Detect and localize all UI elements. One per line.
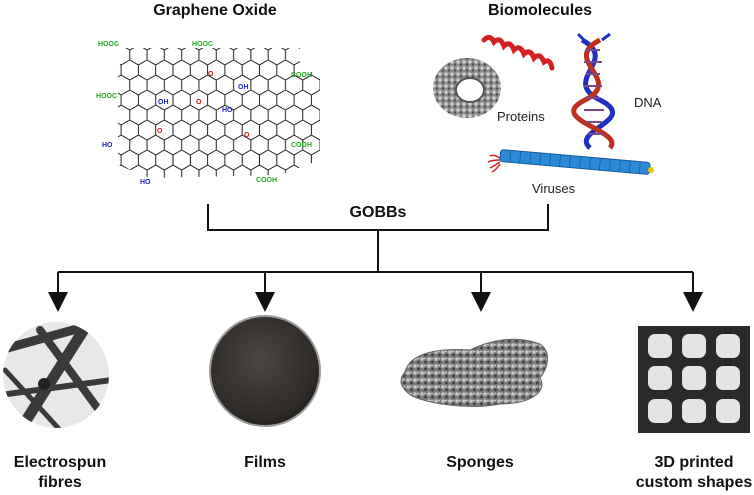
virus-image xyxy=(487,149,654,175)
ho-group-3: HO xyxy=(140,179,151,186)
biomolecules-title: Biomolecules xyxy=(487,2,593,19)
cooh-group-3: COOH xyxy=(256,177,277,184)
viruses-label: Viruses xyxy=(532,181,576,196)
output-label-line1: Electrospun xyxy=(13,454,107,471)
dna-helix-image xyxy=(571,32,615,150)
ho-group-1: HO xyxy=(222,107,233,114)
sponges-image xyxy=(400,338,548,407)
graphene-oxide-title: Graphene Oxide xyxy=(153,2,277,19)
hooc-group-1: HOOC xyxy=(98,41,119,48)
epoxy-o-1: O xyxy=(208,71,214,78)
output-label-films: Films xyxy=(205,453,325,473)
cooh-group-2: COOH xyxy=(291,142,312,149)
electrospun-fibres-image xyxy=(3,322,109,428)
gobbs-label: GOBBs xyxy=(349,204,407,221)
3d-printed-image xyxy=(638,326,750,433)
films-image xyxy=(209,315,321,427)
epoxy-o-4: O xyxy=(244,132,250,139)
cooh-group-1: COOH xyxy=(291,72,312,79)
hooc-group-3: HOOC xyxy=(96,93,117,100)
epoxy-o-2: O xyxy=(196,99,202,106)
graphene-oxide-structure: HOOC HOOC HOOC COOH COOH COOH OH OH HO H… xyxy=(96,41,320,186)
oh-group-1: OH xyxy=(158,99,169,106)
output-label-line2: custom shapes xyxy=(635,474,753,491)
output-label-line1: Sponges xyxy=(446,454,514,471)
protein-helix-image xyxy=(481,34,555,71)
dna-label: DNA xyxy=(634,95,662,110)
output-label-line1: Films xyxy=(244,454,286,471)
output-label-line1: 3D printed xyxy=(654,454,734,471)
output-label-electrospun: Electrospun fibres xyxy=(0,453,120,493)
protein-cage-image xyxy=(433,58,501,118)
hooc-group-2: HOOC xyxy=(192,41,213,48)
output-label-sponges: Sponges xyxy=(420,453,540,473)
connector-tree xyxy=(48,204,703,312)
output-label-3d-printed: 3D printed custom shapes xyxy=(634,453,754,493)
epoxy-o-3: O xyxy=(157,128,163,135)
oh-group-2: OH xyxy=(238,84,249,91)
ho-group-2: HO xyxy=(102,142,113,149)
output-label-line2: fibres xyxy=(38,474,82,491)
proteins-label: Proteins xyxy=(497,109,545,124)
